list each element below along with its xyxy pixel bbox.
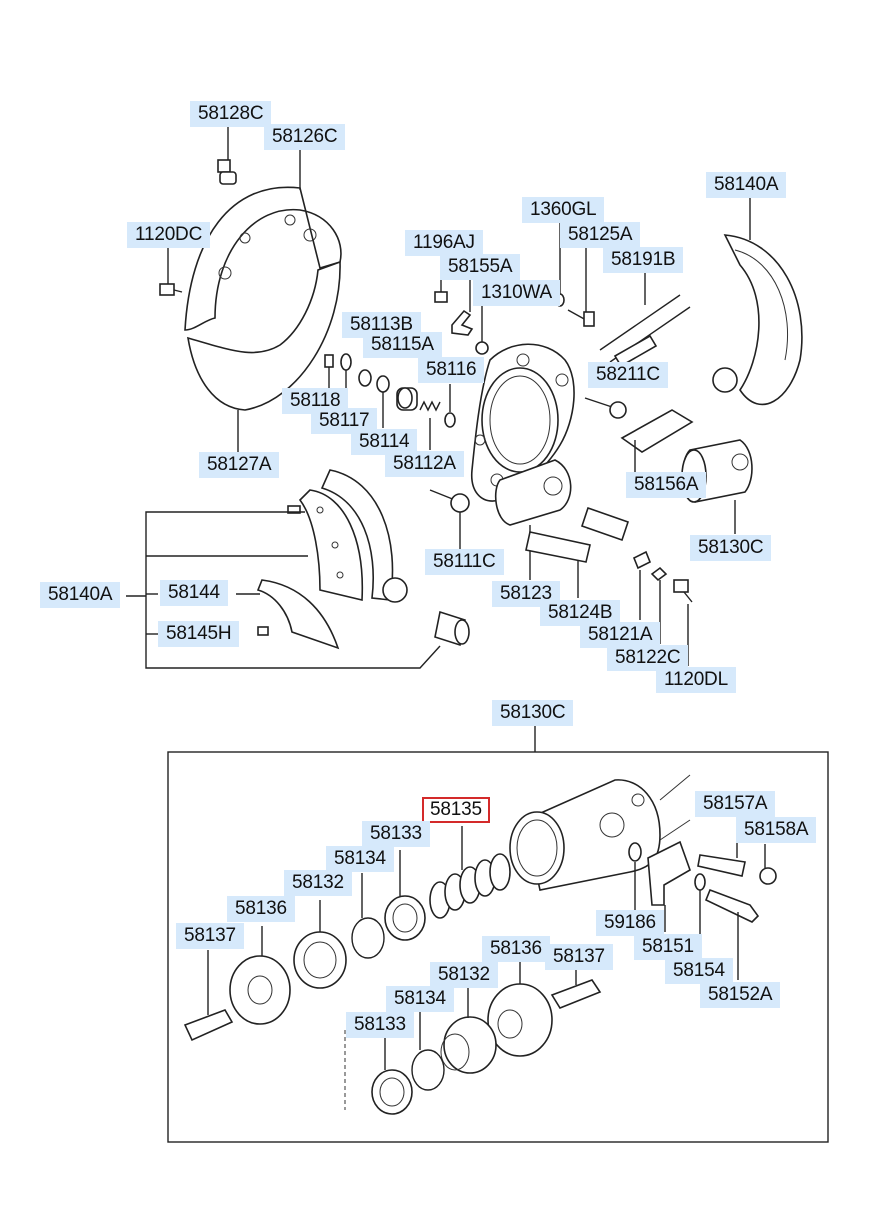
bolt-58125a-part [567,248,595,327]
label-58151[interactable]: 58151 [634,934,702,960]
label-59186[interactable]: 59186 [596,910,664,936]
label-58140a-top[interactable]: 58140A [706,172,787,198]
cup-58115a-part [396,387,418,411]
label-58124b[interactable]: 58124B [540,600,621,626]
lining-plate-58156a-part [620,409,694,472]
rivet-58145h-part [257,626,269,636]
spring-58112a-part [419,400,441,450]
piston-58132-lower-part [440,986,497,1074]
carrier-plate-part [471,343,575,502]
bushing-part [434,610,470,647]
boot-58136-upper-part [229,926,291,1025]
label-58130c-box[interactable]: 58130C [492,700,574,726]
label-58134-lower[interactable]: 58134 [386,986,454,1012]
fitting-58151-part [647,840,691,932]
lining-58144-part [256,579,340,650]
label-58137-lower[interactable]: 58137 [545,944,613,970]
brake-shoe-right-part [712,198,803,406]
bolt-58128c-part [217,159,237,185]
pin-58111c-part [429,489,470,550]
cup-58114-part [376,375,390,428]
label-58121a[interactable]: 58121A [580,622,661,648]
clip-58121a-part [632,550,652,620]
cylinder-body-part [509,774,691,891]
spring-58135-part [429,826,511,919]
lever-housing-58123-part [494,459,572,580]
label-58133-upper[interactable]: 58133 [362,821,430,847]
label-58128c[interactable]: 58128C [190,101,272,127]
label-58132-upper[interactable]: 58132 [284,870,352,896]
label-58112a[interactable]: 58112A [385,451,464,477]
label-58145h[interactable]: 58145H [158,621,240,647]
label-58157a[interactable]: 58157A [695,791,776,817]
label-1310wa[interactable]: 1310WA [473,280,560,306]
bolt-1120dc-part [159,283,183,296]
bolt-58152a-part [704,888,760,980]
brake-shoe-left-part [298,469,408,603]
pin-58118-part [324,354,334,388]
label-58140a-left[interactable]: 58140A [40,582,121,608]
ring-58134-upper-part [351,873,385,959]
adjuster-part [584,397,627,419]
pin-58137-lower-part [550,968,602,1009]
label-58152a[interactable]: 58152A [700,982,781,1008]
label-58127a[interactable]: 58127A [199,452,280,478]
label-58191b[interactable]: 58191B [603,247,684,273]
label-58134-upper[interactable]: 58134 [326,846,394,872]
label-58115a[interactable]: 58115A [363,332,442,358]
label-58136-upper[interactable]: 58136 [227,896,295,922]
label-58136-lower[interactable]: 58136 [482,936,550,962]
label-1360gl[interactable]: 1360GL [522,197,605,223]
label-58158a[interactable]: 58158A [736,817,817,843]
pin-58137-upper-part [183,950,234,1042]
label-58155a[interactable]: 58155A [440,254,521,280]
label-58132-lower[interactable]: 58132 [430,962,498,988]
label-58114[interactable]: 58114 [351,429,418,455]
label-58122c[interactable]: 58122C [607,645,689,671]
label-58125a[interactable]: 58125A [560,222,641,248]
label-58135-highlighted[interactable]: 58135 [422,797,490,823]
washer-58113b-part [358,369,372,387]
label-1196aj[interactable]: 1196AJ [405,230,483,256]
nut-1310wa-part [475,304,489,355]
boot-58136-lower-part [487,962,553,1057]
washer-58116-part [444,384,456,428]
plunger-58124b-part [525,506,630,598]
pin-part [287,505,301,514]
label-1120dc[interactable]: 1120DC [127,222,211,248]
bracket-58155a-part [451,280,474,336]
label-58133-lower[interactable]: 58133 [346,1012,414,1038]
label-58130c-top[interactable]: 58130C [690,535,772,561]
backing-plate-part [184,186,342,411]
ring-58134-lower-part [411,1010,445,1091]
cup-58133-upper-part [384,850,426,941]
label-1120dl[interactable]: 1120DL [656,667,736,693]
label-58156a[interactable]: 58156A [626,472,707,498]
label-58154[interactable]: 58154 [665,958,733,984]
piston-58132-upper-part [293,900,347,989]
label-58211c[interactable]: 58211C [588,362,668,388]
washer-58117-part [340,353,352,405]
label-58111c[interactable]: 58111C [425,549,504,575]
cup-58133-lower-part [371,1037,413,1115]
label-58144[interactable]: 58144 [160,580,228,606]
washer-59186-part [628,842,642,910]
label-58126c[interactable]: 58126C [264,124,346,150]
label-58137-upper[interactable]: 58137 [176,923,244,949]
label-58116[interactable]: 58116 [418,357,485,383]
cap-58158a-part [759,844,777,885]
